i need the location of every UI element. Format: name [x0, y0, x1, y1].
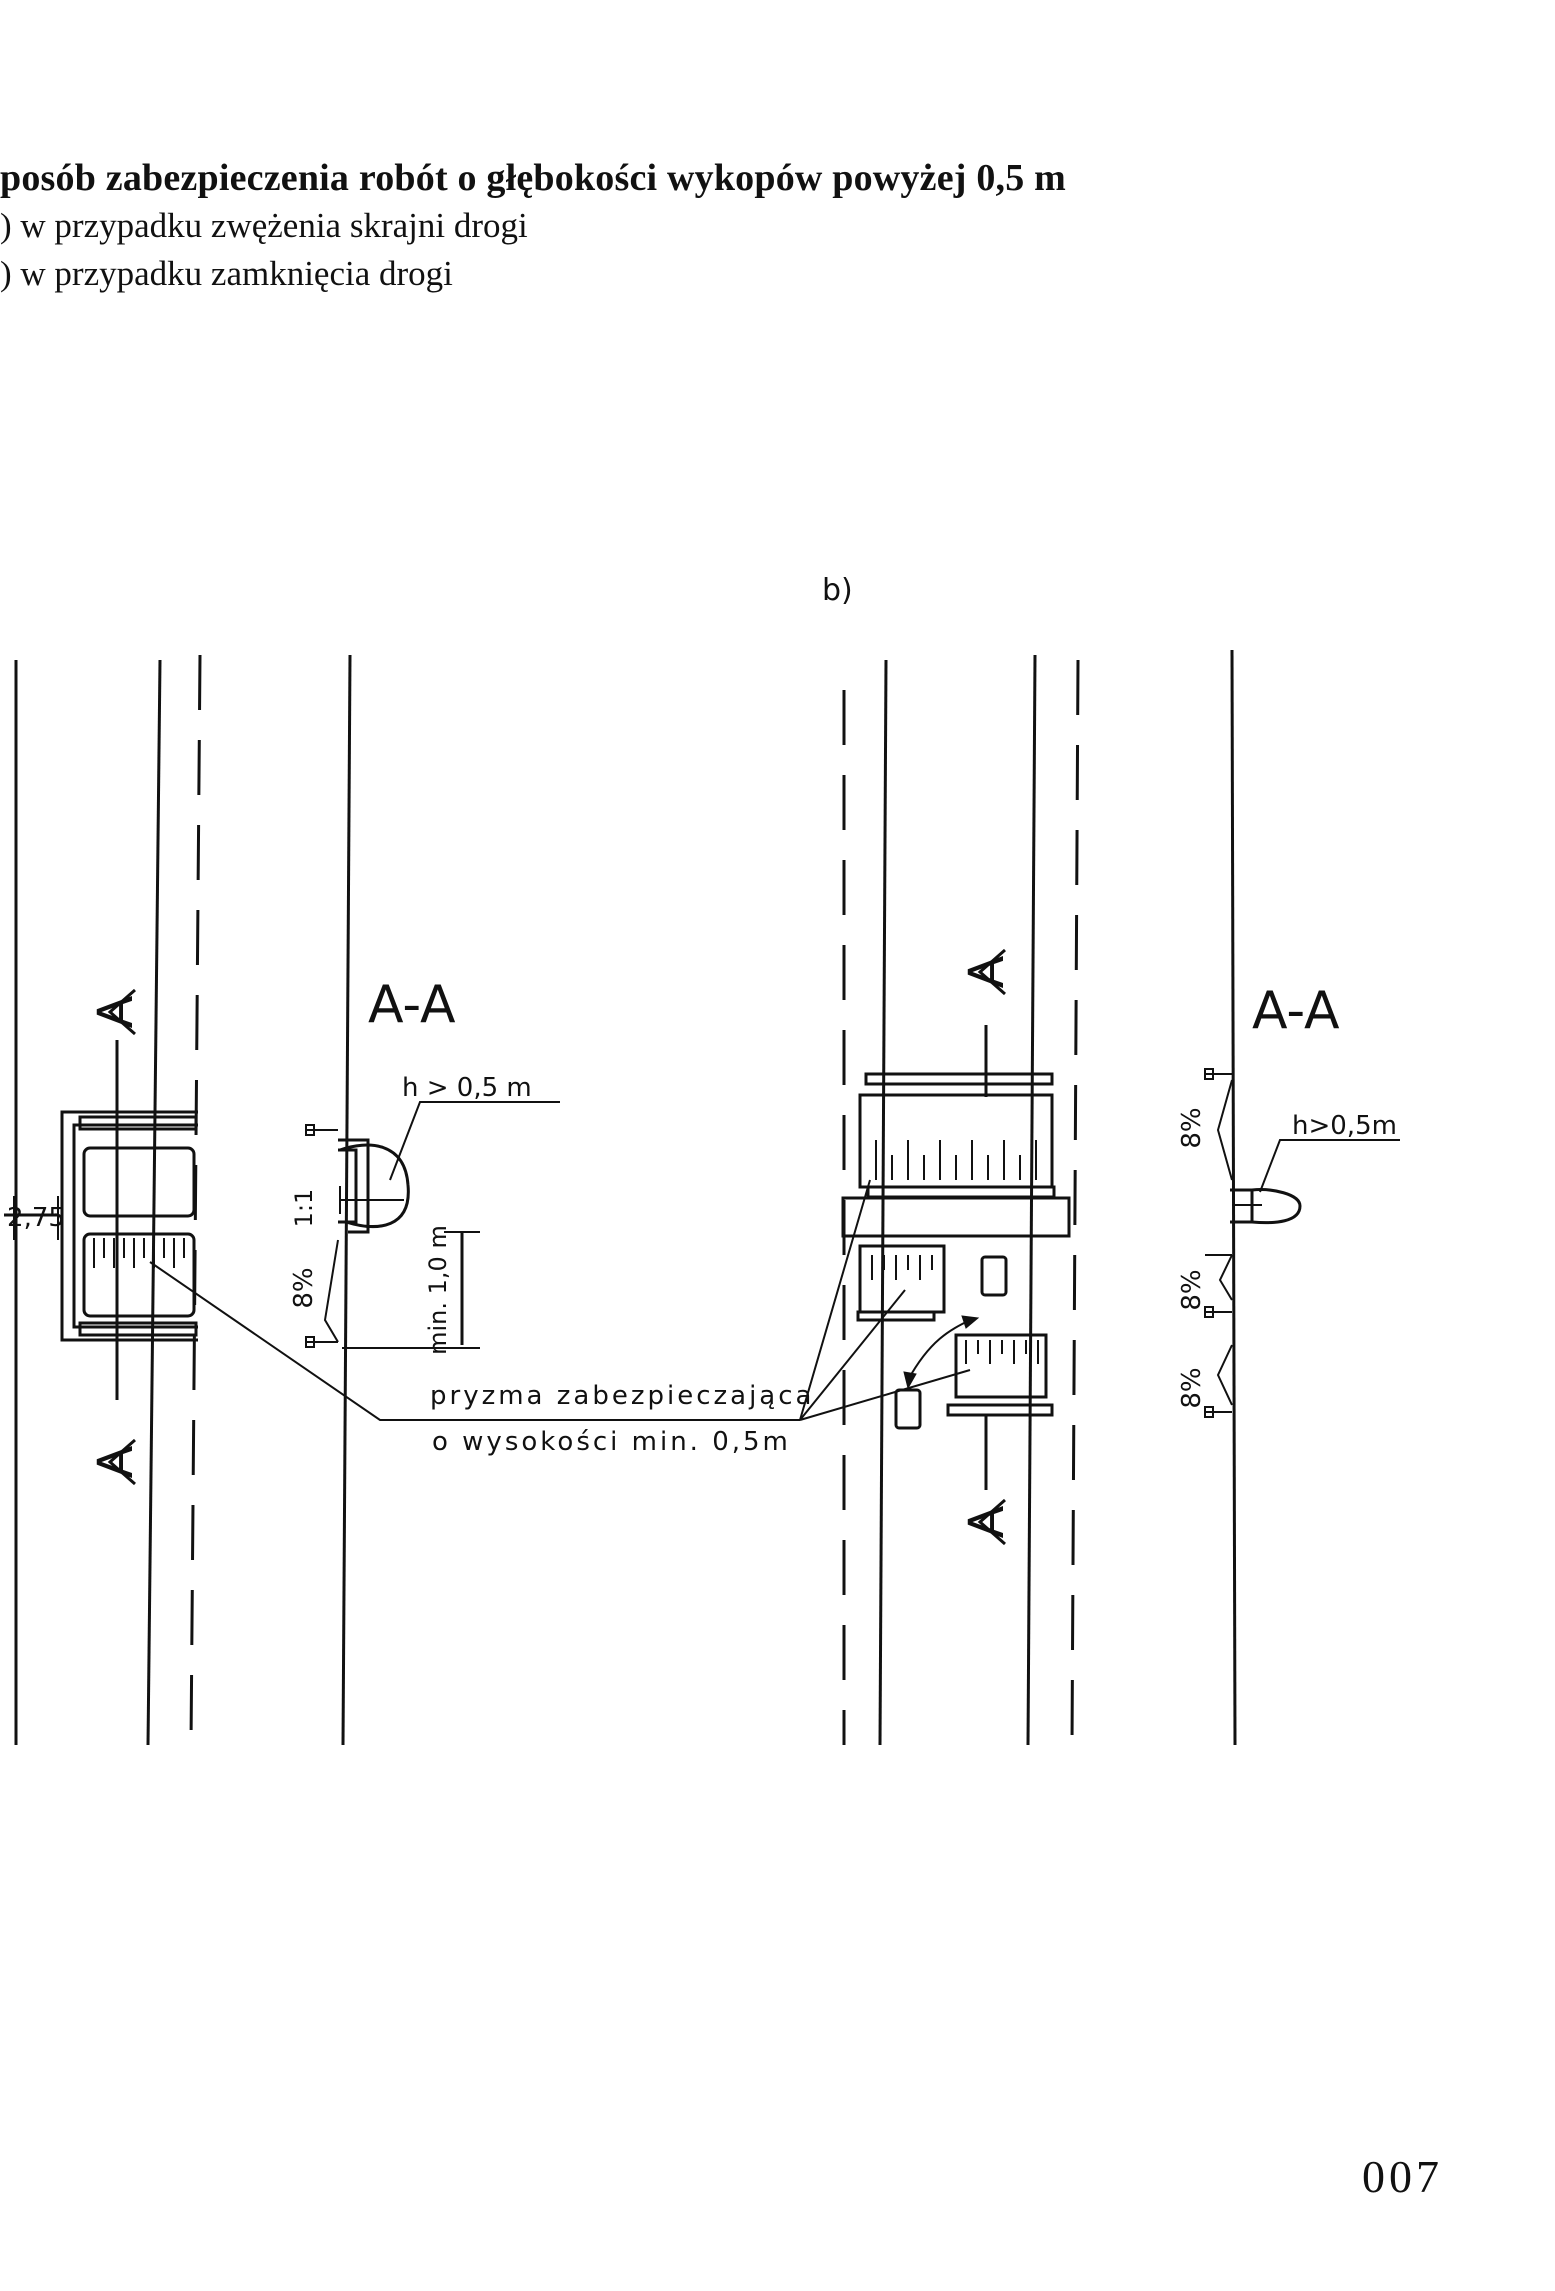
vehicle-path: [907, 1319, 971, 1381]
case-a-caption: ) w przypadku zwężenia skrajni drogi: [0, 206, 528, 245]
section-marker: A: [959, 955, 1015, 988]
vehicle-icon: [980, 1255, 1008, 1297]
embankment-b-hatch: [875, 1140, 1037, 1180]
barrier-b-mid: [866, 1185, 1056, 1199]
section-title: A-A: [368, 975, 456, 1035]
trench-b: [841, 1196, 1071, 1238]
trench-wall: [338, 1138, 370, 1234]
mound: [339, 1143, 410, 1229]
panel-b-plan: [799, 654, 1080, 1746]
slope-markers-b: [1204, 1068, 1233, 1418]
embankment-leader-b1: [799, 1179, 871, 1421]
barrier-top: [78, 1115, 198, 1131]
barrier-b-left-low: [856, 1310, 936, 1322]
arrow-b-bottom: [977, 1498, 1006, 1546]
document-title: posób zabezpieczenia robót o głębokości …: [0, 157, 1066, 199]
arrow-top: [107, 988, 136, 1036]
excavation-pit: [82, 1146, 196, 1218]
embankment-hatch: [93, 1238, 185, 1268]
slope-label: 8%: [1177, 1107, 1207, 1148]
barrier-inner: [72, 1123, 198, 1329]
section-title: A-A: [1252, 981, 1340, 1041]
arrow-b-top: [977, 948, 1006, 996]
lane-dashes-right: [1070, 659, 1080, 1746]
section-marker: A: [88, 1445, 144, 1478]
embankment-b-right: [954, 1333, 1048, 1399]
section-b-ground: [1230, 649, 1237, 1746]
panel-b-label: b): [822, 573, 853, 608]
embankment-label-line1: pryzma zabezpieczająca: [430, 1381, 814, 1411]
embankment-leader-b3: [799, 1369, 971, 1421]
embankment-leader-a: [149, 1261, 800, 1421]
arrow-bottom: [107, 1438, 136, 1486]
barrier-bottom: [78, 1321, 198, 1337]
slope-label: 8%: [1177, 1367, 1207, 1408]
barrier-outer: [60, 1110, 198, 1342]
depth-label: h>0,5m: [1292, 1111, 1397, 1141]
page-number: 007: [1362, 2151, 1443, 2202]
slope-line: [323, 1239, 339, 1343]
barrier-b-top: [864, 1072, 1054, 1086]
depth-label: h > 0,5 m: [402, 1073, 532, 1103]
barrier-b-right-low: [946, 1403, 1054, 1417]
depth-b-leader: [1259, 1139, 1400, 1193]
mound-b: [1251, 1188, 1302, 1225]
road-edge-b-left: [878, 659, 888, 1746]
section-marker: A: [959, 1505, 1015, 1538]
embankment-label-line2: o wysokości min. 0,5m: [432, 1427, 791, 1457]
panel-a-plan: [4, 654, 800, 1746]
case-b-caption: ) w przypadku zamknięcia drogi: [0, 254, 453, 293]
slope-label: 8%: [289, 1267, 319, 1308]
embankment-pile: [82, 1232, 196, 1318]
depth-leader: [389, 1101, 560, 1181]
road-edge-b-right: [1026, 654, 1037, 1746]
vehicle-icon: [894, 1388, 922, 1430]
slope-ratio-label: 1:1: [290, 1189, 318, 1228]
slope-label: 8%: [1177, 1269, 1207, 1310]
embankment-leader-b2: [799, 1289, 906, 1421]
panel-a-section: [305, 654, 560, 1746]
section-marker: A: [88, 995, 144, 1028]
min-distance-label: min. 1,0 m: [424, 1225, 452, 1355]
road-edge-inner: [146, 659, 162, 1746]
width-label: 2,75: [7, 1203, 65, 1233]
panel-b-section: [1204, 649, 1400, 1746]
